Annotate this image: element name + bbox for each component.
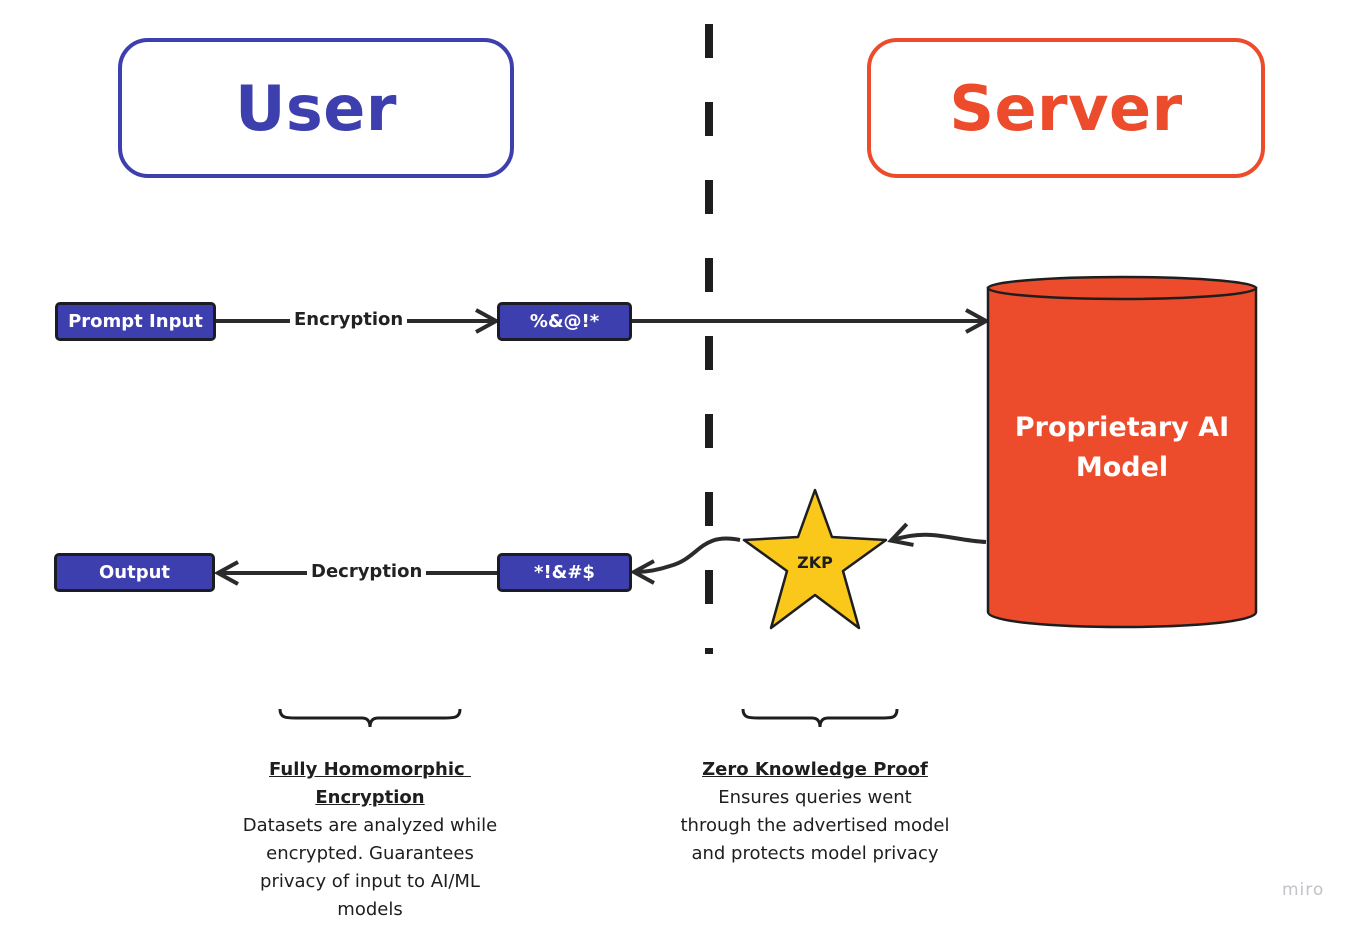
encrypted-query-node: %&@!* [497, 302, 632, 341]
zkp-caption-line-2: through the advertised model [680, 815, 950, 836]
zkp-caption-line-1: Ensures queries went [718, 787, 912, 808]
fhe-caption-line-1: Datasets are analyzed while [242, 815, 498, 836]
encryption-label: Encryption [290, 308, 408, 332]
model-label-line-1: Proprietary AI [1014, 412, 1230, 443]
model-label-line-2: Model [1075, 452, 1169, 483]
output-label: Output [98, 562, 171, 583]
zkp-caption: Zero Knowledge Proof Ensures queries wen… [660, 756, 970, 868]
fhe-caption-line-3: privacy of input to AI/ML [260, 871, 480, 892]
miro-watermark: miro [1282, 880, 1325, 900]
zkp-caption-title: Zero Knowledge Proof [702, 759, 928, 780]
encrypted-result-label: *!&#$ [534, 562, 595, 583]
prompt-input-label: Prompt Input [68, 311, 203, 332]
fhe-caption-title-2: Encryption [315, 787, 425, 808]
zkp-star [742, 488, 888, 630]
user-header-label: User [235, 71, 397, 145]
user-header: User [118, 38, 514, 178]
fhe-brace [278, 708, 462, 728]
encrypted-query-label: %&@!* [529, 311, 600, 332]
prompt-input-node: Prompt Input [55, 302, 216, 341]
model-label: Proprietary AI Model [990, 408, 1254, 488]
output-node: Output [54, 553, 215, 592]
encrypted-result-node: *!&#$ [497, 553, 632, 592]
zkp-caption-line-3: and protects model privacy [691, 843, 939, 864]
decryption-label: Decryption [307, 560, 427, 584]
zkp-label: ZKP [797, 553, 833, 572]
zkp-brace [741, 708, 899, 728]
arrow-zkp-to-encrypted-result [636, 536, 741, 572]
fhe-caption-title-1: Fully Homomorphic [269, 759, 471, 780]
model-cylinder [986, 275, 1258, 629]
arrow-model-to-zkp [893, 535, 987, 542]
fhe-caption-line-2: encrypted. Guarantees [266, 843, 474, 864]
server-header: Server [867, 38, 1265, 178]
server-header-label: Server [949, 71, 1183, 145]
fhe-caption-line-4: models [337, 899, 403, 920]
fhe-caption: Fully Homomorphic Encryption Datasets ar… [220, 756, 520, 924]
